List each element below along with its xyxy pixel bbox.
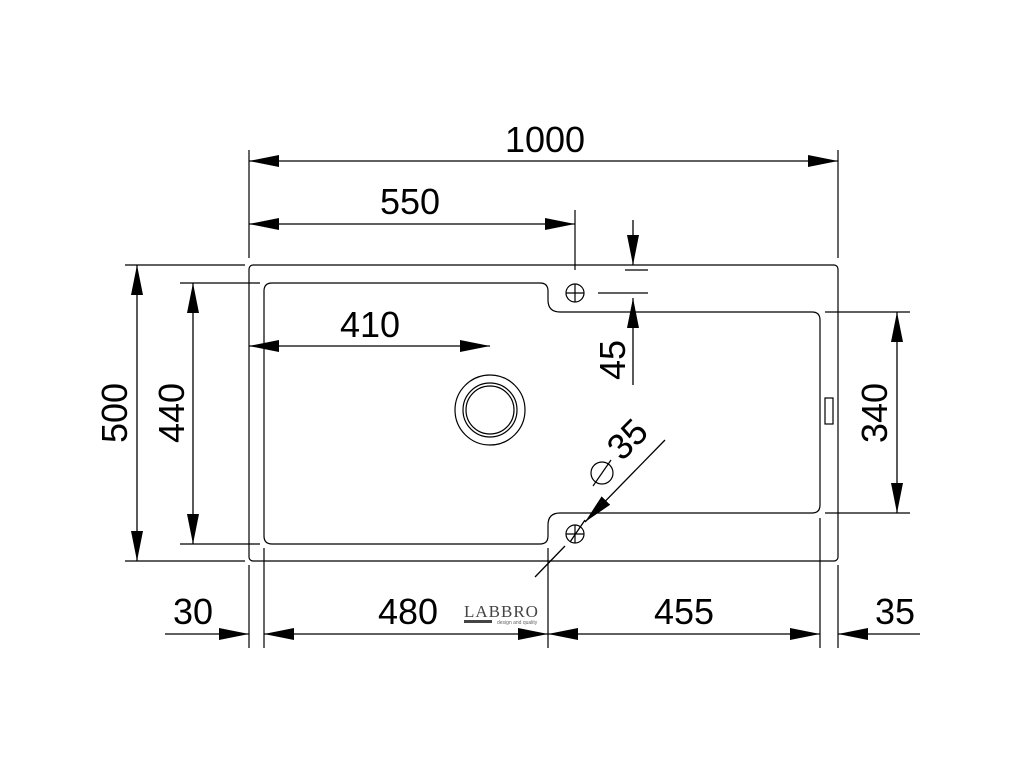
logo-tagline: design and quality — [497, 620, 538, 626]
label-tap-hole-offset: 45 — [592, 340, 633, 380]
label-overall-width: 1000 — [505, 119, 585, 160]
logo-name: LABBRO — [464, 602, 539, 621]
overflow-slot — [824, 397, 834, 425]
bowl-outline — [263, 282, 821, 545]
diameter-symbol-icon — [590, 459, 614, 487]
sink-outline — [248, 264, 839, 562]
drain-inner — [462, 382, 518, 438]
label-bowl-depth: 440 — [151, 383, 192, 443]
label-left-margin: 30 — [173, 591, 213, 632]
label-right-margin: 35 — [875, 591, 915, 632]
label-drainer-offset: 550 — [380, 181, 440, 222]
label-tap-hole-diameter: 35 — [599, 411, 656, 468]
label-drainer-width: 455 — [654, 591, 714, 632]
label-bowl-drain-offset: 410 — [340, 304, 400, 345]
label-overall-depth: 500 — [94, 383, 135, 443]
drain-outer — [454, 374, 526, 446]
dim-line-diameter — [584, 439, 666, 523]
drain-ring — [465, 385, 515, 435]
label-bowl-width: 480 — [378, 591, 438, 632]
labbro-logo: LABBRO design and quality — [464, 602, 539, 626]
label-drainer-depth: 340 — [854, 383, 895, 443]
